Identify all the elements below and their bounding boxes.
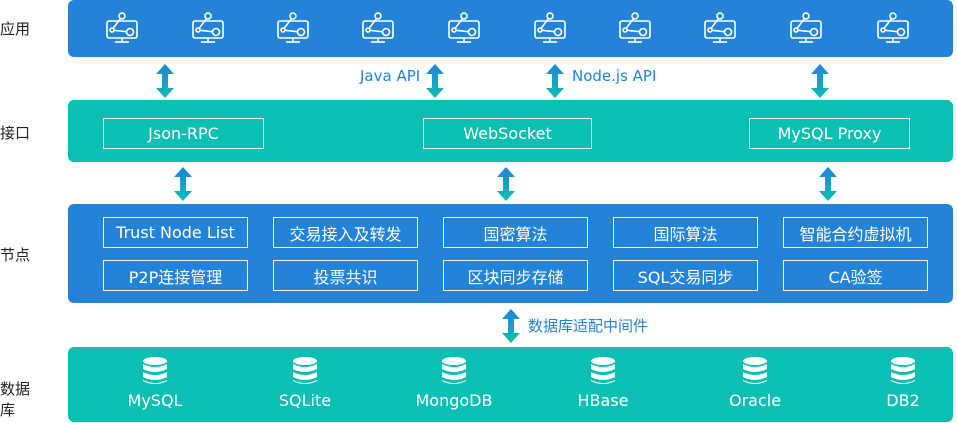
interface-layer [68, 100, 953, 162]
node-item: P2P连接管理 [103, 260, 248, 291]
app-monitor-icon [361, 11, 395, 45]
layer-label-node: 节点 [0, 246, 31, 264]
database-layer [68, 347, 953, 422]
database-icon [292, 357, 318, 385]
layer-label-database: 数据库 [0, 380, 31, 419]
bidirectional-arrow-icon [497, 167, 515, 201]
database-label: MongoDB [415, 391, 493, 410]
database-item: MongoDB [399, 357, 509, 410]
database-icon [590, 357, 616, 385]
database-item: SQLite [250, 357, 360, 410]
node-item: CA验签 [783, 260, 928, 291]
bidirectional-arrow-icon [546, 64, 564, 98]
node-item: 国际算法 [613, 217, 758, 248]
node-layer [68, 204, 953, 303]
bidirectional-arrow-icon [811, 64, 829, 98]
database-item: DB2 [848, 357, 957, 410]
app-monitor-icon [447, 11, 481, 45]
node-item: 国密算法 [443, 217, 588, 248]
node-item: 投票共识 [273, 260, 418, 291]
database-item: MySQL [100, 357, 210, 410]
bidirectional-arrow-icon [502, 309, 520, 343]
database-icon [441, 357, 467, 385]
interface-mysql-proxy: MySQL Proxy [749, 118, 910, 149]
interface-websocket: WebSocket [423, 118, 592, 149]
layer-label-app: 应用 [0, 20, 31, 38]
app-monitor-icon [105, 11, 139, 45]
bidirectional-arrow-icon [156, 64, 174, 98]
app-monitor-icon [191, 11, 225, 45]
database-icon [742, 357, 768, 385]
interface-json-rpc: Json-RPC [103, 118, 264, 149]
database-item: HBase [548, 357, 658, 410]
bidirectional-arrow-icon [426, 64, 444, 98]
node-item: 交易接入及转发 [273, 217, 418, 248]
app-monitor-icon [703, 11, 737, 45]
bidirectional-arrow-icon [819, 167, 837, 201]
app-monitor-icon [789, 11, 823, 45]
node-item: SQL交易同步 [613, 260, 758, 291]
app-monitor-icon [618, 11, 652, 45]
database-label: HBase [577, 391, 629, 410]
node-item: Trust Node List [103, 217, 248, 248]
nodejs-api-label: Node.js API [572, 67, 657, 85]
database-icon [890, 357, 916, 385]
database-label: SQLite [278, 391, 332, 410]
node-item: 区块同步存储 [443, 260, 588, 291]
database-item: Oracle [700, 357, 810, 410]
app-monitor-icon [276, 11, 310, 45]
database-label: MySQL [127, 391, 183, 410]
app-monitor-icon [533, 11, 567, 45]
node-item: 智能合约虚拟机 [783, 217, 928, 248]
database-label: Oracle [728, 391, 782, 410]
app-layer [68, 0, 953, 57]
database-icon [142, 357, 168, 385]
layer-label-interface: 接口 [0, 124, 31, 142]
app-monitor-icon [876, 11, 910, 45]
db-middleware-label: 数据库适配中间件 [528, 317, 649, 335]
java-api-label: Java API [360, 67, 421, 85]
database-label: DB2 [886, 391, 920, 410]
bidirectional-arrow-icon [174, 167, 192, 201]
